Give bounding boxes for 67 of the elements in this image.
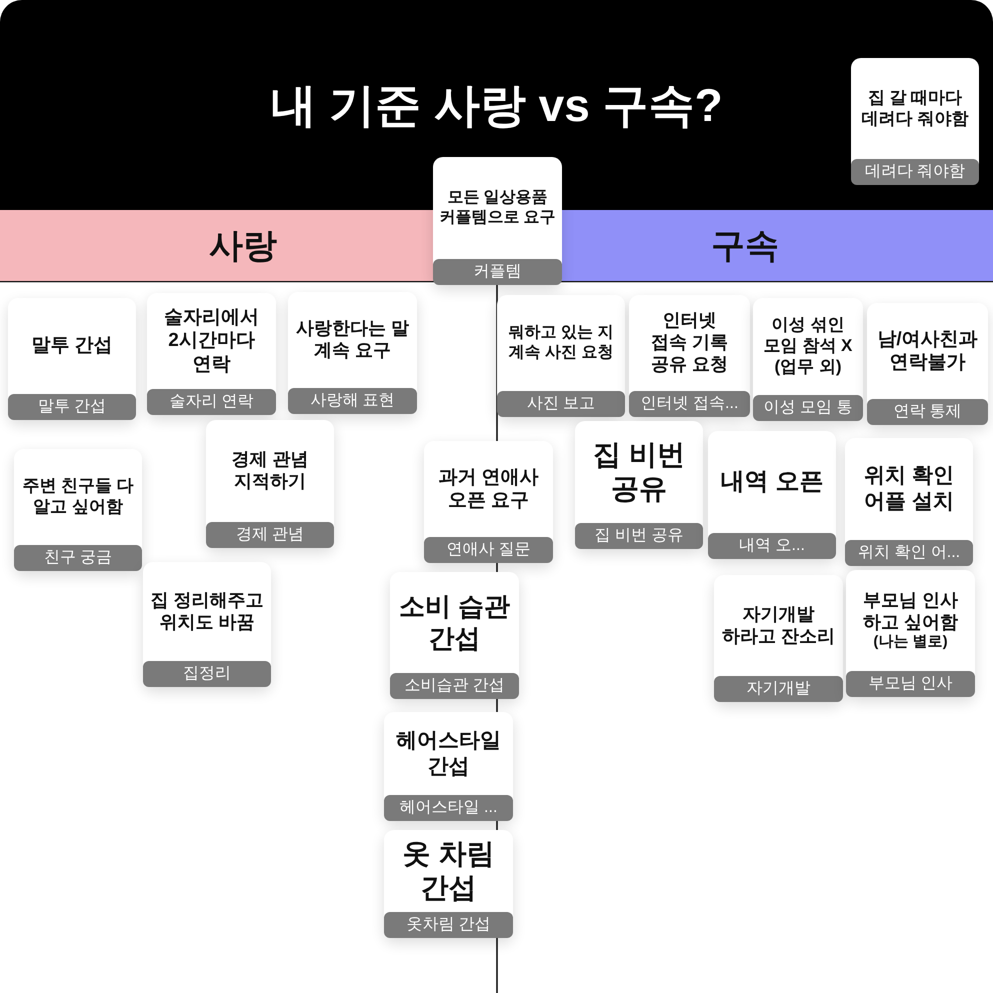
note-card [497,295,625,417]
card-text: 내역 오픈 [720,467,824,497]
note-card [206,420,334,548]
note-card [8,298,136,420]
card-tag: 사랑해 표현 [288,388,417,414]
note-card [424,441,553,563]
note-card [147,293,276,415]
card-text: 경제 관념 지적하기 [230,449,310,493]
card-text: 이성 섞인 모임 참석 X (업무 외) [762,315,854,378]
card-tag: 위치 확인 어... [845,540,973,566]
note-card [845,438,973,566]
card-tag: 집정리 [143,661,271,687]
card-tag: 옷차림 간섭 [384,912,513,938]
note-card [714,575,843,702]
note-card [575,421,703,549]
note-card [384,712,513,821]
card-text: 집 정리해주고 위치도 바꿈 [149,590,264,634]
card-text: 인터넷 접속 기록 공유 요청 [650,310,729,376]
title: 내 기준 사랑 vs 구속? [270,78,723,133]
note-card [629,295,750,417]
card-text: 부모님 인사 하고 싶어함 [862,590,959,634]
card-text: 집 갈 때마다 데려다 줘야함 [860,88,970,130]
category-band: 구속 [562,210,993,281]
note-card [753,298,863,421]
note-card [384,830,513,938]
note-card [288,292,417,414]
card-text: 모든 일상용품 커플템으로 요구 [438,188,557,228]
card-tag: 헤어스타일 ... [384,795,513,821]
note-card [390,572,519,699]
note-card [851,58,979,185]
card-tag: 연락 통제 [867,399,988,425]
card-note: (나는 별로) [873,633,948,652]
card-tag: 내역 오... [708,533,836,559]
note-card [143,562,271,687]
card-text: 주변 친구들 다 알고 싶어함 [21,476,135,518]
card-text: 뭐하고 있는 지 계속 사진 요청 [508,323,614,363]
note-card [867,303,988,425]
card-text: 소비 습관 간섭 [398,590,512,654]
card-tag: 연애사 질문 [424,537,553,563]
card-tag: 소비습관 간섭 [390,673,519,699]
card-text: 옷 차림 간섭 [402,836,496,905]
card-text: 자기개발 하라고 잔소리 [720,604,836,648]
note-card [708,431,836,559]
card-text: 위치 확인 어플 설치 [863,463,955,515]
card-text: 과거 연애사 오픈 요구 [437,466,540,512]
card-text: 헤어스타일 간섭 [395,728,502,780]
note-card [14,449,142,571]
card-text: 술자리에서 2시간마다 연락 [163,306,260,376]
card-tag: 부모님 인사 [846,671,975,697]
note-card [433,157,562,285]
card-tag: 친구 궁금 [14,545,142,571]
card-tag: 사진 보고 [497,391,625,417]
card-tag: 술자리 연락 [147,389,276,415]
note-card [846,570,975,697]
card-tag: 인터넷 접속... [629,391,750,417]
card-tag: 말투 간섭 [8,394,136,420]
card-tag: 경제 관념 [206,522,334,548]
card-text: 말투 간섭 [31,334,113,358]
card-tag: 데려다 줘야함 [851,159,979,185]
card-tag: 이성 모임 통 [753,395,863,421]
category-band: 사랑 [0,210,433,281]
card-tag: 커플템 [433,259,562,285]
card-text: 남/여사친과 연락불가 [876,328,979,374]
card-text: 사랑한다는 말 계속 요구 [294,318,410,362]
card-tag: 집 비번 공유 [575,523,703,549]
card-text: 집 비번 공유 [592,438,686,506]
card-tag: 자기개발 [714,676,843,702]
